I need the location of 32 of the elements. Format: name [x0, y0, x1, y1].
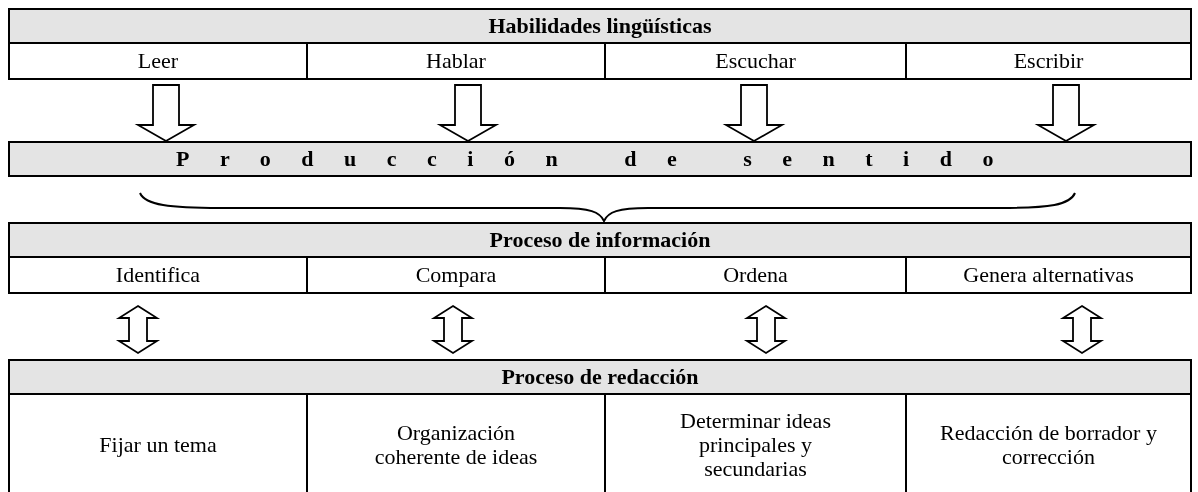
cell-text: Compara	[415, 262, 497, 288]
header-band	[8, 141, 1192, 177]
heading-text: Proceso de información	[489, 227, 711, 253]
block-arrow	[134, 84, 198, 143]
header-band	[8, 359, 1192, 395]
cell-text: Redacción de borrador y corrección	[939, 420, 1158, 470]
cell-text: Identifica	[115, 262, 201, 288]
cell-text: Hablar	[426, 48, 486, 74]
cell-text: Determinar ideas principales y secundarias	[679, 408, 832, 482]
heading-text: Proceso de redacción	[501, 364, 699, 390]
table-cell	[8, 256, 308, 294]
table-cell	[905, 42, 1192, 80]
heading-text: Habilidades lingüísticas	[488, 13, 712, 39]
cell-text: Organización coherente de ideas	[373, 420, 539, 470]
cell-text: Leer	[137, 48, 179, 74]
double-block-arrow	[1059, 304, 1105, 355]
double-block-arrow	[743, 304, 789, 355]
double-block-arrow	[430, 304, 476, 355]
double-block-arrow	[115, 304, 161, 355]
cell-text: Fijar un tema	[99, 432, 217, 458]
cell-text: Genera alternativas	[963, 262, 1134, 288]
cell-text: Escuchar	[715, 48, 796, 74]
cell-text: Ordena	[723, 262, 788, 288]
cell-text: Escribir	[1013, 48, 1084, 74]
block-arrow	[436, 84, 500, 143]
table-cell	[8, 42, 308, 80]
header-band	[8, 8, 1192, 44]
block-arrow	[722, 84, 786, 143]
table-cell	[905, 256, 1192, 294]
heading-text: Producción de sentido	[176, 146, 1024, 172]
block-arrow	[1034, 84, 1098, 143]
header-band	[8, 222, 1192, 258]
